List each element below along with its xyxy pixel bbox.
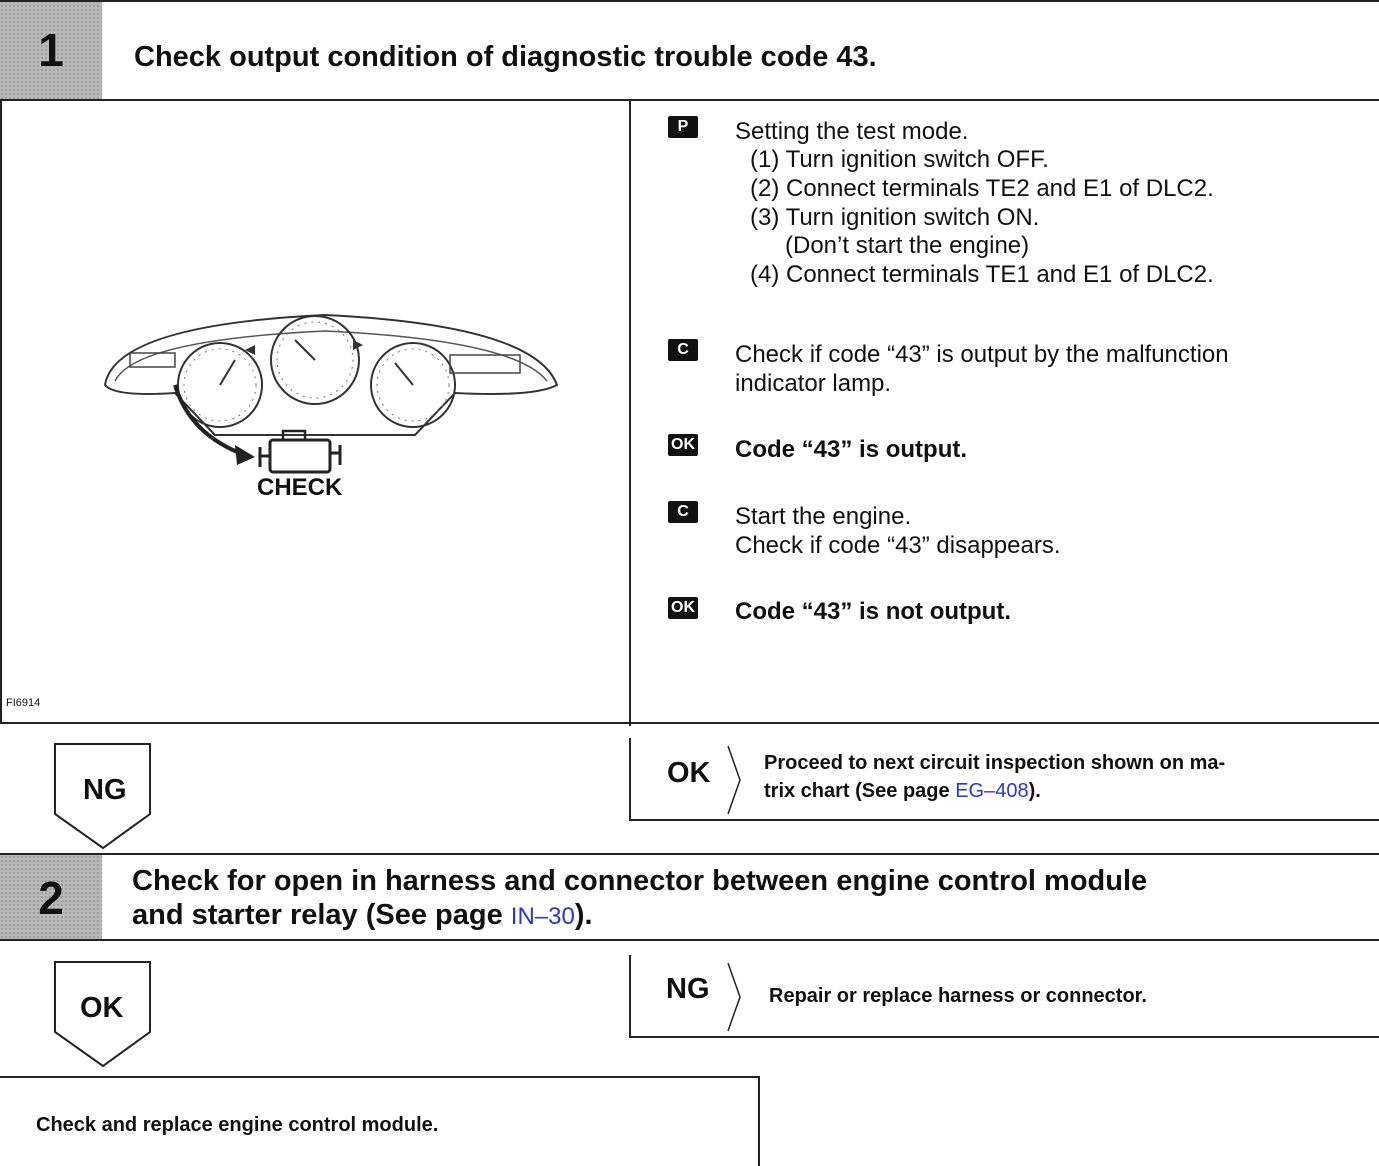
final-action-box [0, 1076, 760, 1166]
procedure-text: Code “43” is not output. [735, 598, 1011, 625]
ng-result-text: Repair or replace harness or connector. [769, 985, 1147, 1007]
procedure-text: (2) Connect terminals TE2 and E1 of DLC2… [750, 175, 1214, 202]
procedure-text: Check if code “43” disappears. [735, 532, 1061, 559]
procedure-marker-c: C [668, 339, 698, 361]
procedure-text: (1) Turn ignition switch OFF. [750, 146, 1049, 173]
divider [0, 99, 1379, 101]
procedure-text: (3) Turn ignition switch ON. [750, 204, 1040, 231]
procedure-marker-ok: OK [668, 597, 698, 619]
step-2-title: Check for open in harness and connector … [132, 865, 1148, 931]
step-2-number: 2 [0, 855, 102, 940]
divider [0, 853, 1379, 855]
ok-flow-arrow [54, 961, 151, 1068]
procedure-text: Check if code “43” is output by the malf… [735, 341, 1229, 368]
procedure-marker-p: P [668, 116, 698, 138]
ng-flow-arrow [54, 743, 151, 850]
step-2-ng-label: NG [666, 973, 710, 1005]
final-action-text: Check and replace engine control module. [36, 1114, 439, 1136]
divider [0, 722, 1379, 724]
procedure-text: Code “43” is output. [735, 436, 968, 463]
figure-id: FI6914 [6, 697, 41, 709]
step-1-ok-label: OK [667, 757, 711, 789]
page-link-in-30[interactable]: IN–30 [510, 903, 575, 930]
procedure-text: Start the engine. [735, 503, 912, 530]
ok-result-box [629, 738, 1379, 821]
divider [0, 0, 1379, 2]
procedure-text: indicator lamp. [735, 370, 892, 397]
step-1-title: Check output condition of diagnostic tro… [134, 41, 877, 73]
check-engine-label: CHECK [257, 474, 343, 501]
divider [629, 100, 631, 726]
instrument-cluster-illustration [103, 313, 559, 474]
step-2-ok-label: OK [80, 992, 124, 1024]
procedure-marker-c: C [668, 501, 698, 523]
step-1-number: 1 [0, 0, 102, 100]
procedure-text: (Don’t start the engine) [785, 232, 1030, 259]
ng-result-box [629, 955, 1379, 1038]
procedure-text: (4) Connect terminals TE1 and E1 of DLC2… [750, 261, 1214, 288]
ok-result-text: Proceed to next circuit inspection shown… [764, 752, 1226, 802]
page-link-eg-408[interactable]: EG–408 [955, 780, 1029, 802]
procedure-text: Setting the test mode. [735, 118, 969, 145]
divider [0, 939, 1379, 941]
divider [0, 100, 2, 723]
step-1-ng-label: NG [83, 774, 127, 806]
procedure-marker-ok: OK [668, 434, 698, 456]
